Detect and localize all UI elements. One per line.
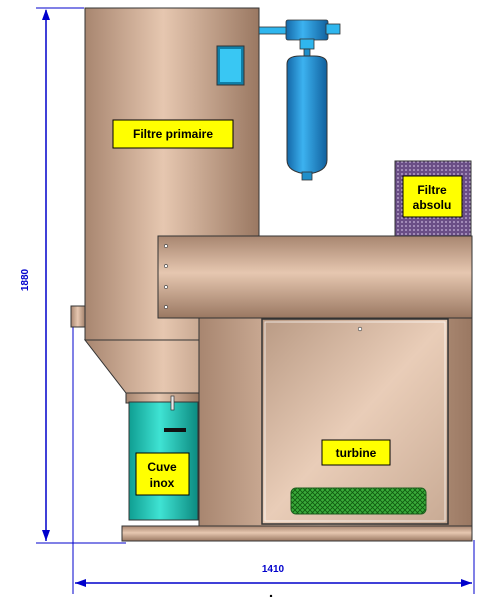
base-plate: [121, 525, 473, 542]
cuve-handle: [164, 428, 186, 432]
arrow-left-icon: [75, 579, 86, 587]
width-dimension: 1410: [72, 318, 475, 598]
label-turbine: turbine: [321, 439, 391, 466]
label-cuve-line2: inox: [150, 476, 175, 490]
width-dimension-label: 1410: [262, 564, 285, 575]
arrow-up-icon: [42, 9, 50, 20]
arrow-down-icon: [42, 530, 50, 541]
label-filtre-absolu: Filtre absolu: [402, 175, 463, 218]
label-filtre-primaire: Filtre primaire: [112, 119, 234, 149]
air-tank-assembly: [258, 19, 341, 181]
turbine-grid: [290, 487, 427, 515]
horizontal-duct: [157, 235, 473, 319]
label-filtre-absolu-line2: absolu: [413, 198, 452, 212]
valve-body: [285, 19, 329, 41]
height-dimension-label: 1880: [20, 268, 31, 291]
label-turbine-text: turbine: [336, 446, 377, 460]
label-cuve-line1: Cuve: [147, 460, 177, 474]
label-cuve-inox: Cuve inox: [135, 452, 190, 496]
side-port: [70, 305, 87, 328]
air-tank: [286, 55, 328, 175]
label-filtre-primaire-text: Filtre primaire: [133, 127, 213, 141]
cuve-latch: [170, 395, 175, 411]
turbine-housing: [198, 317, 473, 528]
arrow-right-icon: [461, 579, 472, 587]
label-filtre-absolu-line1: Filtre: [417, 183, 447, 197]
height-dimension: 1880: [20, 7, 126, 544]
